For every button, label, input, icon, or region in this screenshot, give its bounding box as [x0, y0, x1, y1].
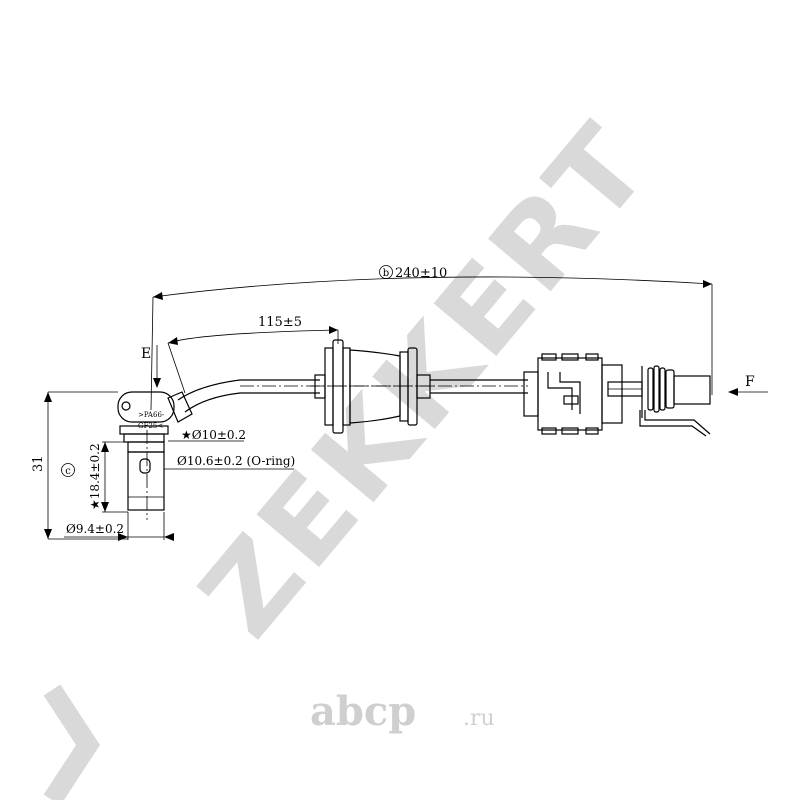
sensor-probe — [127, 430, 165, 520]
footer-logo: abcp .ru — [310, 688, 495, 735]
branch-length-label: 115±5 — [258, 315, 302, 330]
footer-logo-suffix: .ru — [463, 706, 495, 731]
total-length-label: 240±10 — [395, 266, 447, 281]
footer-logo-name: abcp — [310, 688, 416, 735]
probe-diameter-label: Ø9.4±0.2 — [66, 522, 124, 536]
view-arrow-e: E — [141, 345, 161, 388]
marker-b: b — [383, 268, 389, 279]
dim-branch-length: 115±5 — [167, 315, 339, 394]
oring-diameter-label: Ø10.6±0.2 (O-ring) — [177, 454, 295, 468]
head-diameter-label: ★Ø10±0.2 — [181, 428, 246, 442]
height-label: 31 — [31, 455, 46, 472]
dim-height: 31 — [31, 391, 128, 540]
view-label-f: F — [745, 374, 755, 390]
dim-head-diameters: ★Ø10±0.2 Ø10.6±0.2 (O-ring) — [164, 428, 295, 470]
marker-c: c — [65, 466, 71, 477]
connector — [523, 353, 643, 435]
watermark-chevron — [43, 684, 100, 805]
view-arrow-f: F — [728, 374, 768, 396]
dim-total-length: b 240±10 — [150, 265, 713, 411]
terminal-end — [639, 365, 711, 437]
material-line-1: >PA66- — [138, 411, 165, 419]
probe-length-label: ★18.4±0.2 — [88, 443, 102, 510]
dim-probe-diameter: Ø9.4±0.2 — [64, 512, 174, 541]
view-label-e: E — [141, 346, 151, 362]
grommet — [310, 339, 436, 434]
dim-probe-length: ★18.4±0.2 c — [61, 441, 128, 513]
